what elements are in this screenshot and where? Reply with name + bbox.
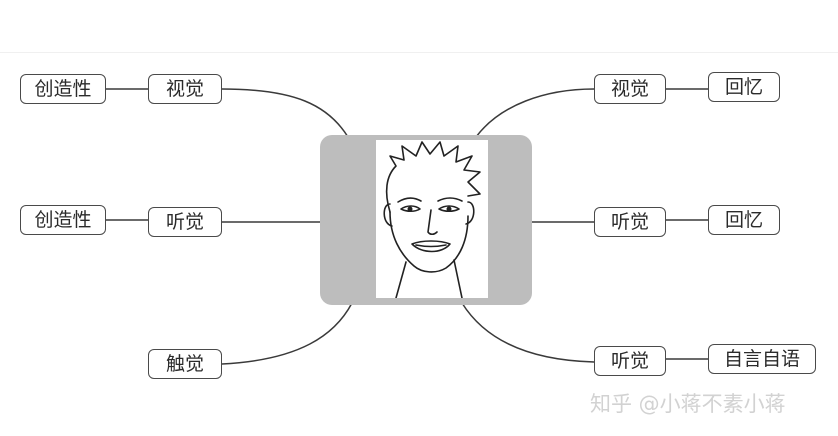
node-creativity-top: 创造性 xyxy=(20,74,106,104)
node-touch-left: 触觉 xyxy=(148,349,222,379)
connector-left-bottom-curve xyxy=(221,302,353,365)
connector-right-bottom-curve xyxy=(461,302,595,363)
node-hearing-right-bottom: 听觉 xyxy=(594,346,666,376)
node-creativity-mid: 创造性 xyxy=(20,205,106,235)
face-illustration xyxy=(376,140,488,299)
node-hearing-right: 听觉 xyxy=(594,207,666,237)
header-divider xyxy=(0,52,838,53)
connector-left-top-curve xyxy=(221,88,349,138)
node-hearing-left: 听觉 xyxy=(148,207,222,237)
node-vision-left: 视觉 xyxy=(148,74,222,104)
node-vision-right: 视觉 xyxy=(594,74,666,104)
node-memory-mid: 回忆 xyxy=(708,205,780,235)
node-memory-top: 回忆 xyxy=(708,72,780,102)
watermark-text: 知乎 @小蒋不素小蒋 xyxy=(590,392,786,416)
face-icon xyxy=(383,141,481,299)
connector-right-top-curve xyxy=(475,88,595,138)
node-self-talk: 自言自语 xyxy=(708,344,816,374)
